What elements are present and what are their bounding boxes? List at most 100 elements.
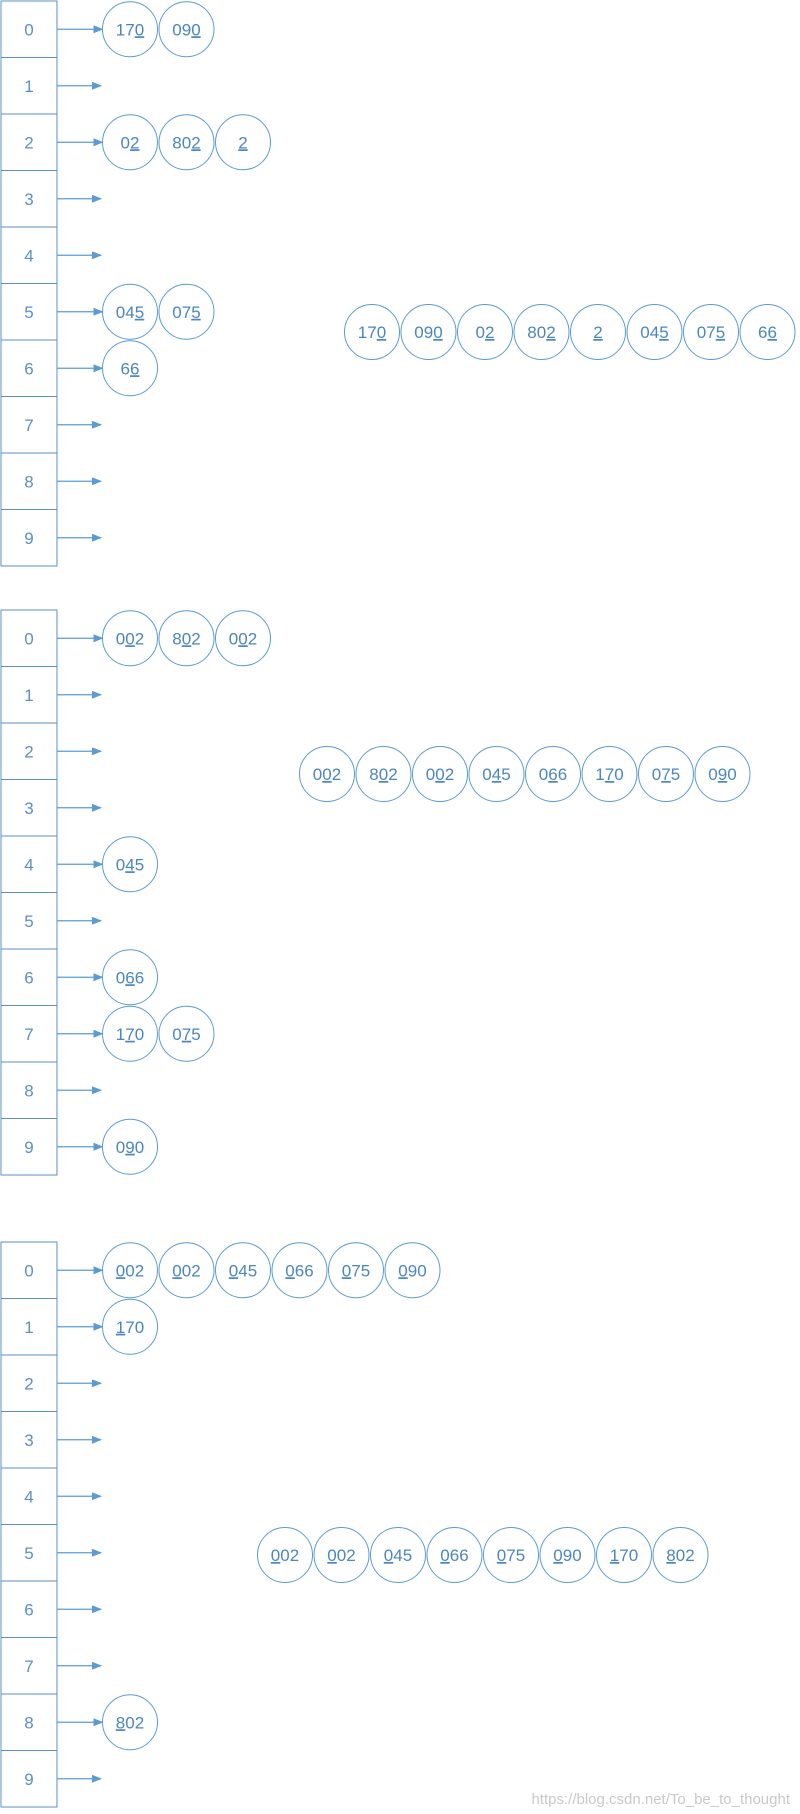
bucket-row: 2 <box>0 1354 102 1412</box>
bucket-row: 9 <box>0 509 102 567</box>
number-node: 075 <box>683 304 739 360</box>
digit-text: 1 <box>116 1025 125 1044</box>
number-node: 066 <box>102 949 158 1006</box>
node-value: 066 <box>116 968 144 987</box>
bucket-row: 1 <box>0 57 102 115</box>
node-value: 66 <box>121 359 140 378</box>
bucket-cell <box>0 722 58 780</box>
number-node: 090 <box>384 1242 441 1299</box>
digit-text: 90 <box>408 1261 427 1280</box>
digit-text: 02 <box>125 1261 144 1280</box>
node-value: 066 <box>285 1261 313 1280</box>
current-digit: 0 <box>435 765 444 784</box>
current-digit: 0 <box>125 629 134 648</box>
digit-text: 04 <box>640 323 659 342</box>
number-node: 090 <box>694 746 751 802</box>
bucket-cell <box>0 1467 58 1525</box>
digit-text: 66 <box>295 1261 314 1280</box>
bucket-cell <box>0 609 58 667</box>
digit-text: 0 <box>727 765 736 784</box>
node-value: 170 <box>595 765 623 784</box>
node-circle <box>102 283 158 340</box>
bucket-label: 5 <box>24 912 33 931</box>
digit-text: 45 <box>238 1261 257 1280</box>
digit-text: 0 <box>313 765 322 784</box>
node-circle <box>158 114 215 171</box>
digit-text: 0 <box>426 765 435 784</box>
current-digit: 5 <box>135 303 144 322</box>
node-value: 170 <box>116 20 144 39</box>
node-value: 090 <box>708 765 736 784</box>
bucket-cell <box>0 1750 58 1808</box>
node-circle <box>299 746 355 802</box>
current-digit: 0 <box>379 765 388 784</box>
digit-text: 2 <box>332 765 341 784</box>
digit-text: 66 <box>450 1546 469 1565</box>
node-value: 002 <box>313 765 341 784</box>
node-circle <box>370 1527 426 1583</box>
node-value: 2 <box>593 323 602 342</box>
node-value: 045 <box>384 1546 412 1565</box>
number-node: 045 <box>102 836 158 893</box>
current-digit: 5 <box>659 323 668 342</box>
current-digit: 0 <box>553 1546 562 1565</box>
node-value: 002 <box>116 1261 144 1280</box>
bucket-cell <box>0 339 58 397</box>
node-circle <box>102 610 158 667</box>
node-value: 002 <box>229 629 257 648</box>
current-digit: 0 <box>191 20 200 39</box>
node-value: 170 <box>610 1546 638 1565</box>
current-digit: 6 <box>125 968 134 987</box>
bucket-row: 4 <box>0 1467 102 1525</box>
current-digit: 4 <box>492 765 501 784</box>
number-node: 075 <box>483 1527 539 1583</box>
current-digit: 0 <box>377 323 386 342</box>
node-value: 075 <box>172 303 200 322</box>
bucket-row: 5 <box>0 892 102 950</box>
node-circle <box>412 746 468 802</box>
digit-text: 17 <box>358 323 377 342</box>
bucket-cell <box>0 948 58 1006</box>
number-node: 802 <box>158 610 215 667</box>
number-node: 170 <box>581 746 638 802</box>
digit-text: 75 <box>351 1261 370 1280</box>
bucket-row: 0 170 090 <box>0 0 215 58</box>
number-node: 66 <box>102 340 158 397</box>
digit-text: 09 <box>172 20 191 39</box>
bucket-label: 2 <box>24 742 33 761</box>
number-node: 002 <box>102 1242 158 1299</box>
number-node: 045 <box>215 1242 271 1299</box>
number-node: 066 <box>525 746 581 802</box>
node-circle <box>102 114 158 171</box>
bucket-label: 8 <box>24 472 33 491</box>
node-circle <box>581 746 638 802</box>
node-circle <box>158 1005 215 1062</box>
digit-text: 2 <box>135 629 144 648</box>
bucket-cell <box>0 509 58 567</box>
bucket-row: 1 <box>0 666 102 724</box>
node-value: 075 <box>497 1546 525 1565</box>
node-circle <box>400 304 457 360</box>
current-digit: 0 <box>398 1261 407 1280</box>
node-value: 02 <box>121 133 140 152</box>
current-digit: 0 <box>285 1261 294 1280</box>
digit-text: 17 <box>116 20 135 39</box>
digit-text: 6 <box>558 765 567 784</box>
current-digit: 0 <box>327 1546 336 1565</box>
number-node: 066 <box>271 1242 328 1299</box>
node-value: 090 <box>172 20 200 39</box>
bucket-row: 8 <box>0 1061 102 1119</box>
current-digit: 4 <box>125 855 134 874</box>
bucket-row: 3 <box>0 1411 102 1469</box>
bucket-label: 4 <box>24 1487 33 1506</box>
digit-text: 0 <box>116 1138 125 1157</box>
number-node: 802 <box>652 1527 709 1583</box>
